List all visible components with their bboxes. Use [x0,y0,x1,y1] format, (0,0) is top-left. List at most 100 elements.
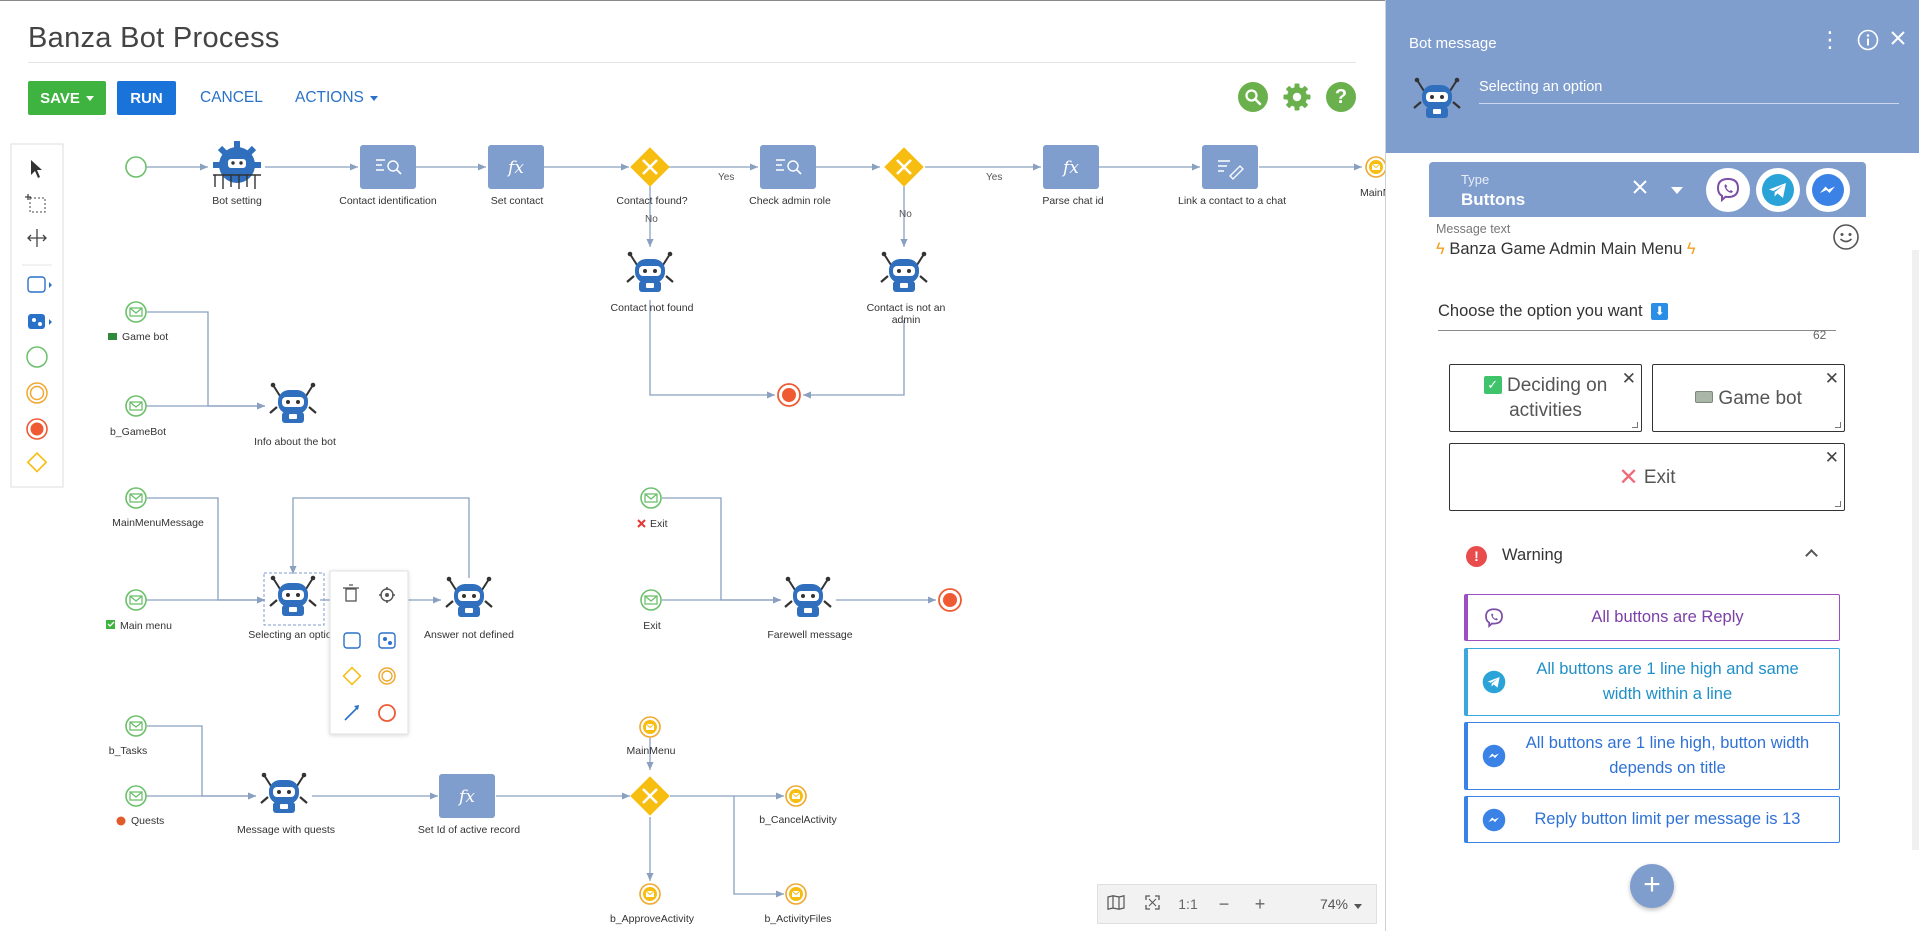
chevron-down-icon[interactable] [1671,187,1683,194]
message-text-line-1[interactable]: ϟ Banza Game Admin Main Menu ϟ [1436,240,1696,259]
b-activity-files-event[interactable] [785,883,807,905]
connector-arrow-icon[interactable] [344,705,359,721]
b-cancel-activity-event[interactable] [785,785,807,807]
main-menu-message-event[interactable] [125,487,147,509]
type-selector[interactable]: Type Buttons [1429,162,1866,217]
contact-identification-node[interactable] [360,145,416,189]
more-options-icon[interactable]: ⋮ [1819,27,1841,52]
info-icon[interactable] [1857,29,1879,57]
fit-to-screen-icon[interactable] [1134,895,1170,913]
intermediate-event-tool-icon[interactable] [26,382,48,404]
end-event[interactable] [777,383,801,407]
panel-scrollbar[interactable] [1912,250,1919,850]
start-event[interactable] [125,156,147,178]
bot-setting-node[interactable] [213,141,261,189]
reply-button-deciding[interactable]: ✓ Deciding on activities ✕ [1449,364,1642,432]
viber-channel-button[interactable] [1706,168,1750,212]
reply-button-game-bot[interactable]: Game bot ✕ [1652,364,1845,432]
zoom-in-button[interactable]: + [1254,893,1266,914]
clear-type-icon[interactable] [1631,175,1649,203]
end-event-icon[interactable] [378,704,396,722]
subprocess-icon[interactable] [378,632,396,649]
run-button[interactable]: RUN [117,81,176,115]
b-approve-activity-event[interactable] [639,883,661,905]
chevron-up-icon[interactable] [1805,549,1818,562]
main-menu-event[interactable] [125,589,147,611]
remove-button-icon[interactable]: ✕ [1824,369,1839,388]
zoom-level-select[interactable]: 74% [1320,896,1362,912]
remove-button-icon[interactable]: ✕ [1621,369,1636,388]
check-admin-role-node[interactable] [760,145,816,189]
gear-icon[interactable] [1282,82,1312,112]
lasso-select-tool-icon[interactable] [25,194,46,213]
parse-chat-id-node[interactable]: fx [1043,145,1099,189]
resize-handle-icon[interactable] [1835,422,1841,428]
telegram-channel-button[interactable] [1756,168,1800,212]
actions-label: ACTIONS [295,89,364,106]
quests-event[interactable] [125,785,147,807]
help-icon[interactable]: ? [1326,82,1356,112]
cancel-button[interactable]: CANCEL [200,89,263,106]
actual-size-button[interactable]: 1:1 [1178,896,1198,912]
warning-text: All buttons are Reply [1591,608,1744,626]
activity-gateway[interactable] [628,774,672,818]
farewell-message-node[interactable] [783,575,833,619]
exit-event[interactable] [640,487,662,509]
zoom-out-button[interactable]: − [1218,893,1230,914]
b-gamebot-event[interactable] [125,395,147,417]
actions-menu-button[interactable]: ACTIONS [295,81,378,115]
contact-not-admin-node[interactable] [879,250,929,294]
warning-text: All buttons are 1 line high, button widt… [1525,734,1810,777]
messenger-channel-button[interactable] [1806,168,1850,212]
subprocess-tool-icon[interactable] [28,314,52,329]
remove-button-icon[interactable]: ✕ [1824,448,1839,467]
set-contact-node[interactable]: fx [488,145,544,189]
warning-section-header[interactable]: ! Warning [1466,545,1826,569]
start-event-tool-icon[interactable] [26,346,48,368]
info-about-bot-node[interactable] [268,381,318,425]
task-icon[interactable] [343,632,361,649]
zoom-level-value: 74% [1319,896,1348,912]
main-menu-event-cut[interactable] [1365,156,1385,178]
node-label: Exit [643,620,661,632]
resize-handle-icon[interactable] [1835,501,1841,507]
selecting-option-node[interactable] [263,572,325,626]
minimap-icon[interactable] [1098,895,1134,913]
delete-icon[interactable] [343,584,359,602]
end-event[interactable] [938,588,962,612]
contact-not-found-node[interactable] [625,250,675,294]
gateway-icon[interactable] [342,666,362,686]
node-label: b_CancelActivity [759,814,837,826]
message-text-line-2[interactable]: Choose the option you want ⬇ [1438,302,1669,321]
keyboard-icon [1695,390,1714,403]
b-tasks-event[interactable] [125,715,147,737]
node-label: Parse chat id [1042,195,1103,207]
search-icon[interactable] [1238,82,1268,112]
reply-button-exit[interactable]: ✕ Exit ✕ [1449,443,1845,511]
resize-handle-icon[interactable] [1632,422,1638,428]
space-tool-icon[interactable] [27,229,47,247]
gear-icon[interactable] [379,587,395,603]
game-bot-event[interactable] [125,301,147,323]
admin-gateway[interactable] [882,145,926,189]
answer-not-defined-node[interactable] [444,575,494,619]
message-with-quests-node[interactable] [259,771,309,815]
intermediate-event-icon[interactable] [378,667,396,685]
warning-reply-limit: Reply button limit per message is 13 [1464,796,1840,843]
element-name-field[interactable]: Selecting an option [1479,79,1899,104]
emoji-picker-icon[interactable] [1832,223,1860,251]
set-id-node[interactable]: fx [439,774,495,818]
contact-found-gateway[interactable] [628,145,672,189]
task-tool-icon[interactable] [27,276,52,293]
gateway-tool-icon[interactable] [26,451,48,473]
pointer-tool-icon[interactable] [31,160,42,178]
process-diagram-canvas[interactable]: Yes Yes No No Bot setting Contact identi… [0,0,1385,931]
end-event-tool-icon[interactable] [26,418,48,440]
close-icon[interactable] [1889,29,1907,53]
exit-event-2[interactable] [640,589,662,611]
lightning-icon: ϟ [1686,240,1696,258]
main-menu-intermediate-event[interactable] [639,716,661,738]
save-button[interactable]: SAVE [28,81,106,115]
link-contact-node[interactable] [1202,145,1258,189]
add-button[interactable]: + [1630,864,1674,908]
